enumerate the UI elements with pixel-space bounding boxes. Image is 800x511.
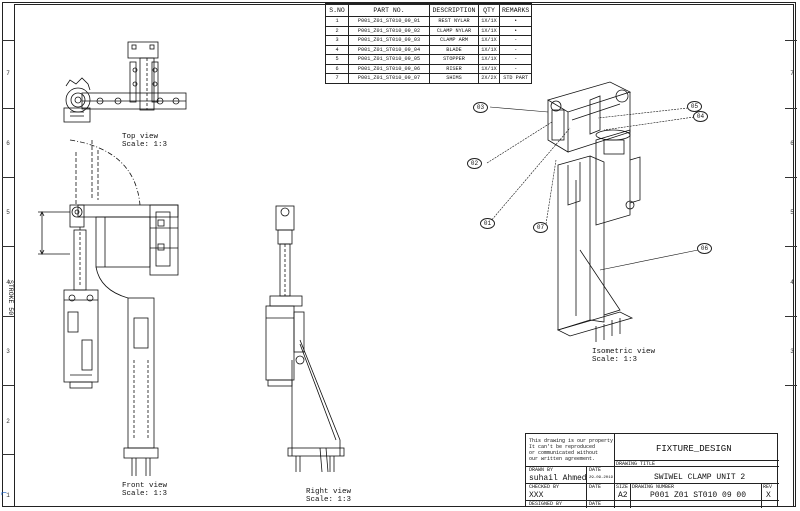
zone-number: 4	[790, 279, 794, 286]
top-view-label: Top view	[122, 133, 159, 141]
column-header: S.NO	[325, 3, 349, 17]
zone-tick	[785, 108, 797, 109]
drawn-by-value: suhail Ahmed	[529, 474, 587, 483]
date-label: DATE	[589, 467, 602, 473]
zone-tick	[785, 246, 797, 247]
designed-by-label: DESIGNED BY	[529, 501, 563, 507]
drawing-title: SWIWEL CLAMP UNIT 2	[654, 473, 746, 482]
front-view-scale: Scale: 1:3	[122, 490, 168, 498]
checked-by-label: CHECKED BY	[529, 484, 560, 490]
stroke-dimension-label: STROKE 50	[7, 280, 14, 316]
part-balloon: 04	[693, 111, 708, 122]
isometric-view-label: Isometric view	[592, 348, 656, 356]
zone-number: 5	[6, 209, 10, 216]
part-balloon: 06	[697, 243, 712, 254]
zone-number: 1	[6, 492, 10, 499]
zone-tick	[2, 454, 14, 455]
zone-number: 3	[6, 348, 10, 355]
zone-tick	[2, 177, 14, 178]
zone-number: 6	[6, 140, 10, 147]
date-label: DATE	[589, 501, 602, 507]
zone-tick	[785, 40, 797, 41]
size-label: SIZE	[616, 484, 629, 490]
zone-number: 6	[790, 140, 794, 147]
zone-tick	[2, 246, 14, 247]
drawn-by-label: DRAWN BY	[529, 467, 554, 473]
zone-tick	[2, 40, 14, 41]
zone-tick	[2, 385, 14, 386]
revision-value: X	[766, 491, 771, 500]
front-view-drawing	[38, 139, 179, 476]
part-balloon: 01	[480, 218, 495, 229]
zone-tick	[2, 108, 14, 109]
isometric-view-scale: Scale: 1:3	[592, 356, 638, 364]
right-view-drawing	[265, 205, 345, 473]
date-label: DATE	[589, 484, 602, 490]
zone-number: 3	[790, 348, 794, 355]
zone-number: 7	[6, 70, 10, 77]
title-block: This drawing is our property. It can't b…	[525, 433, 779, 508]
part-balloon: 07	[533, 222, 548, 233]
part-balloon: 02	[467, 158, 482, 169]
ownership-notice-line: This drawing is our property.	[529, 438, 617, 444]
top-view-drawing	[63, 41, 187, 123]
drawing-number: P001 Z01 ST010 09 00	[650, 491, 747, 500]
ownership-notice-line: or communicated without	[529, 450, 599, 456]
axis-triad-icon: ⌐	[1, 489, 8, 500]
zone-number: 5	[790, 209, 794, 216]
zone-tick	[785, 385, 797, 386]
drawing-title-label: DRAWING TITLE	[616, 461, 656, 467]
revision-label: REV	[763, 484, 773, 490]
zone-tick	[785, 316, 797, 317]
right-view-label: Right view	[306, 488, 352, 496]
table-cell: STD PART	[498, 73, 533, 84]
front-view-label: Front view	[122, 482, 168, 490]
zone-number: 7	[790, 70, 794, 77]
right-view-scale: Scale: 1:3	[306, 496, 352, 504]
ownership-notice-line: It can't be reproduced	[529, 444, 596, 450]
date-value: 29-09-2019	[589, 476, 614, 480]
size-value: A2	[618, 491, 628, 500]
checked-by-value: XXX	[529, 491, 544, 500]
top-view-scale: Scale: 1:3	[122, 141, 168, 149]
zone-number: 2	[6, 418, 10, 425]
part-balloon: 03	[473, 102, 488, 113]
column-header: REMARKS	[498, 3, 533, 17]
zone-tick	[785, 177, 797, 178]
zone-tick	[2, 316, 14, 317]
drawing-number-label: DRAWING NUMBER	[632, 484, 675, 490]
ownership-notice-line: our written agreement.	[529, 456, 596, 462]
isometric-view-drawing	[486, 81, 699, 342]
zone-number: 4	[6, 279, 10, 286]
company-name: FIXTURE_DESIGN	[656, 444, 732, 454]
table-header-row: S.NO PART NO. DESCRIPTION QTY REMARKS	[325, 3, 533, 17]
